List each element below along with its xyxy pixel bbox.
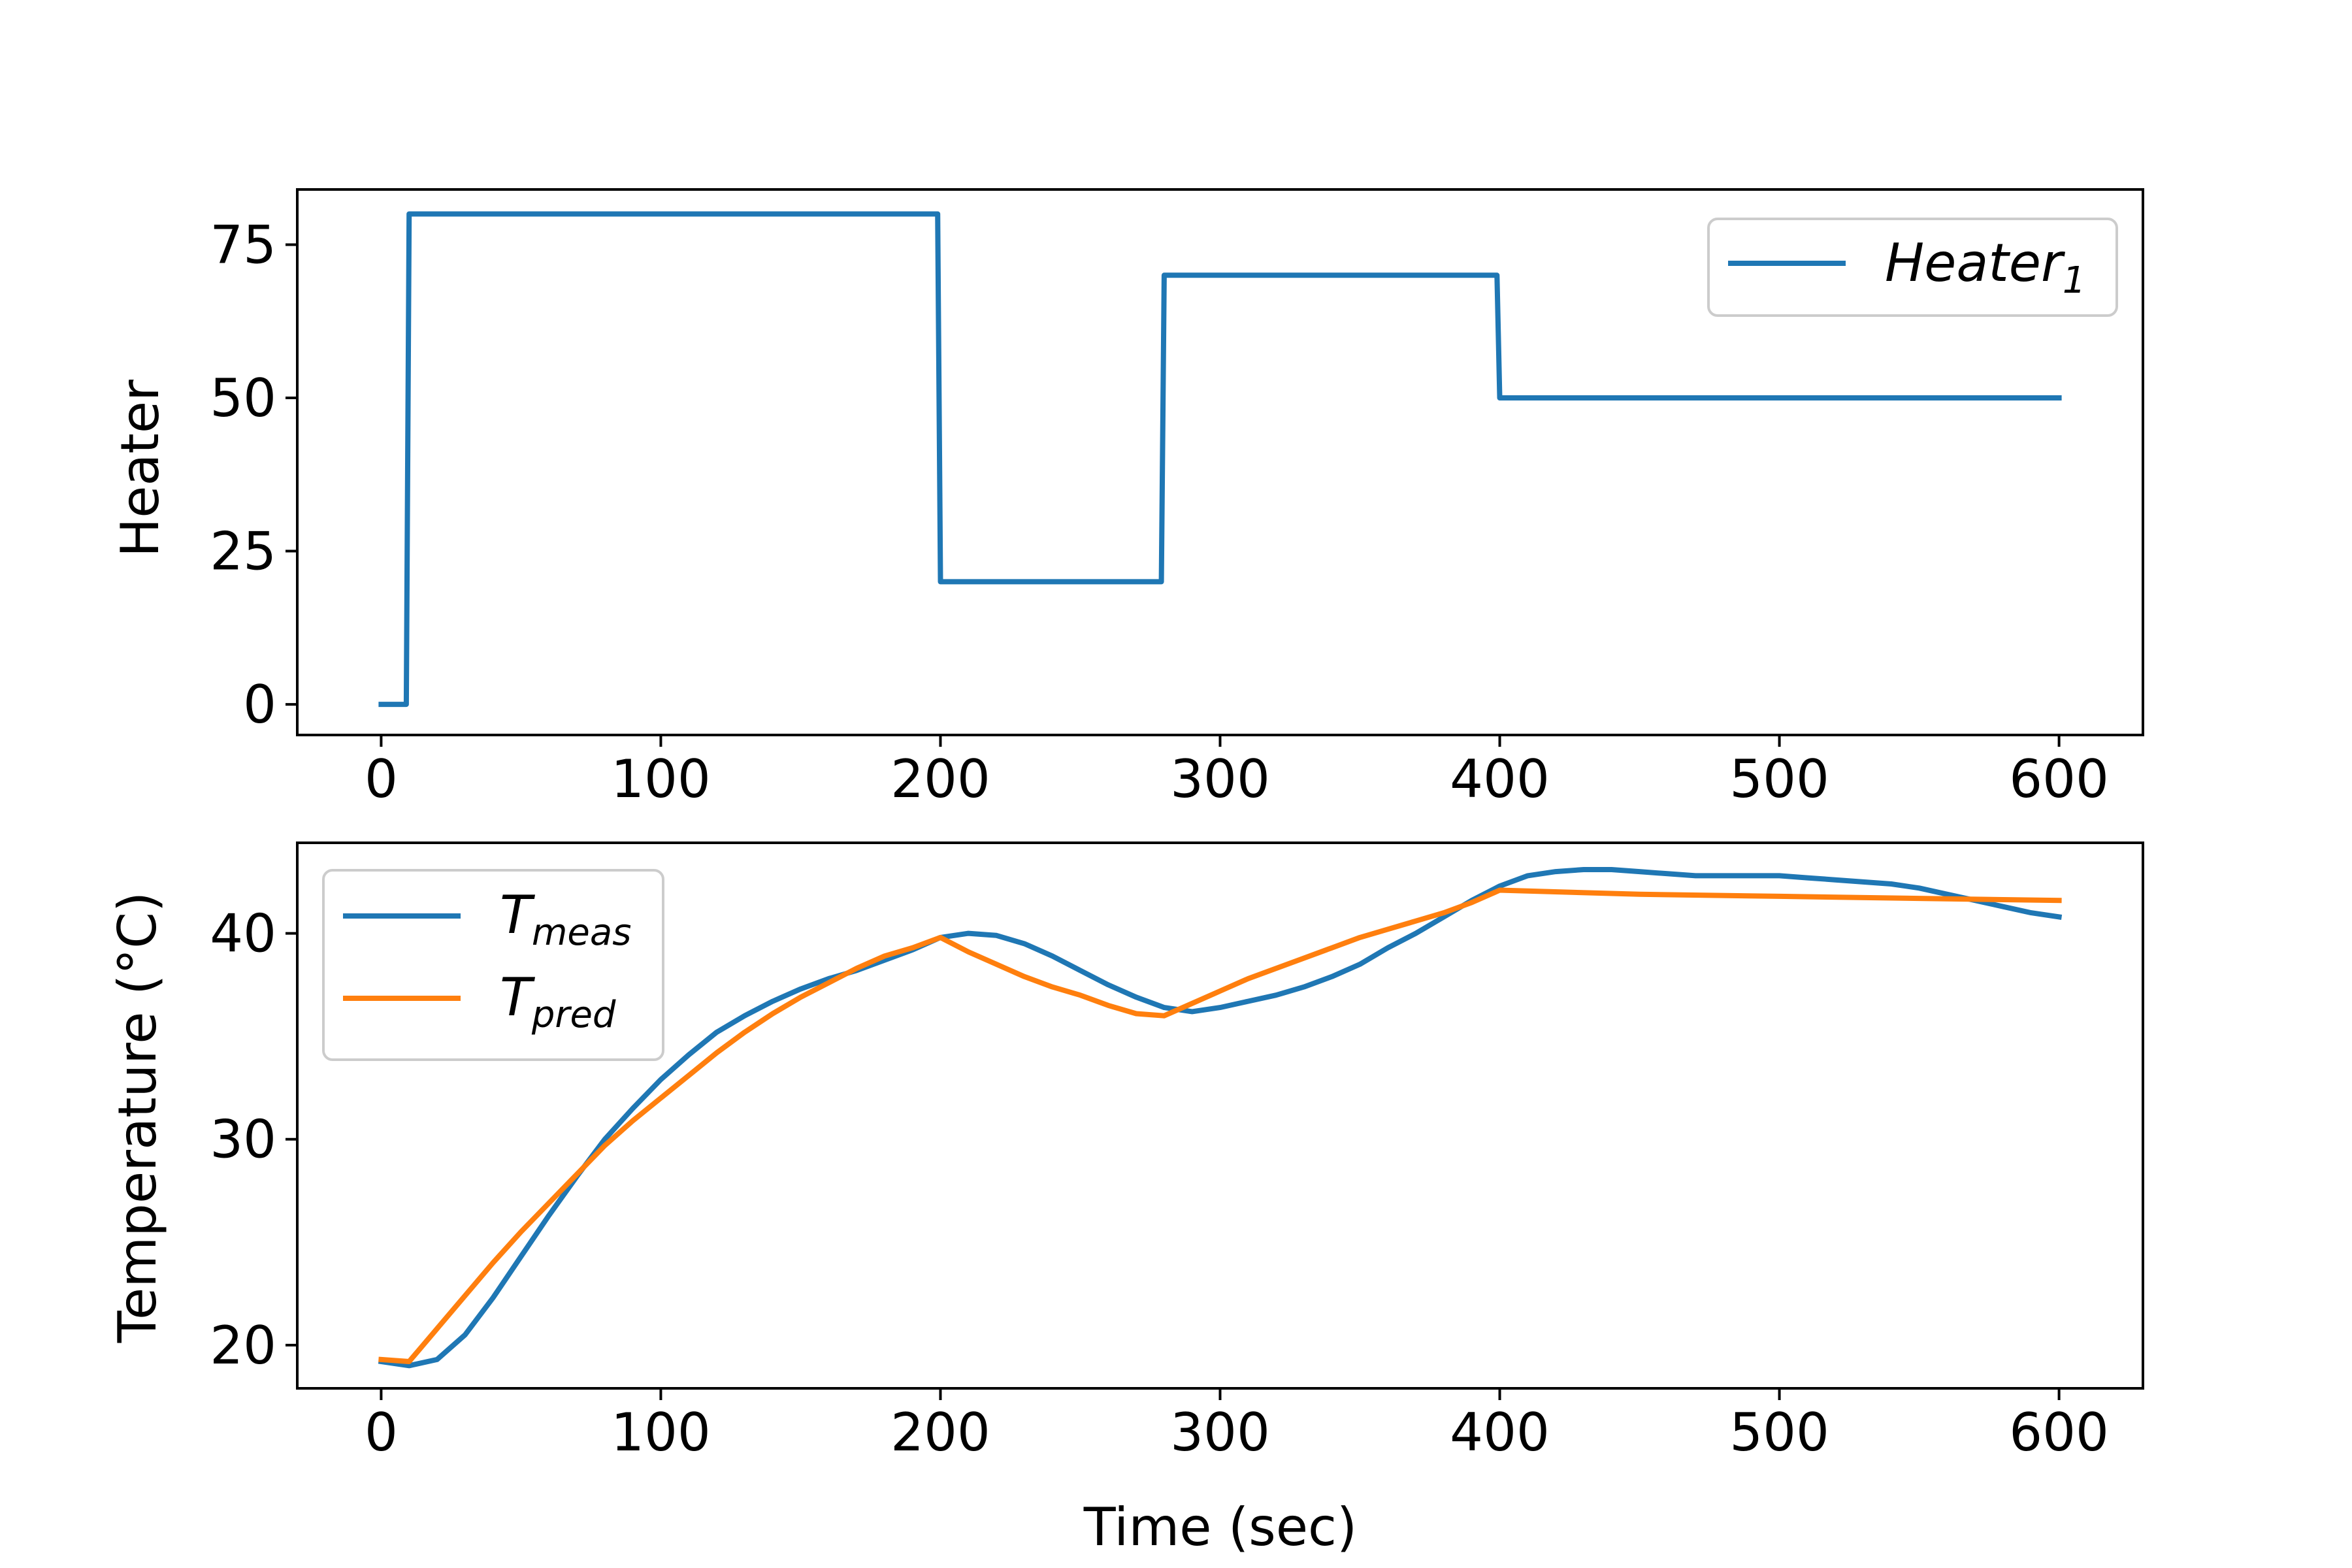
legend-label-tpred-subscript: pred bbox=[531, 994, 616, 1036]
top-chart: 0 100 200 300 400 500 600 0 25 50 75 Heater Heater… bbox=[110, 188, 2144, 809]
top-chart-ticks: 0 100 200 300 400 500 600 0 25 50 75 bbox=[210, 214, 2109, 809]
top-chart-frame bbox=[296, 188, 2144, 736]
bottom-xtick-label: 200 bbox=[890, 1402, 990, 1463]
legend-label-tpred-main: T bbox=[500, 967, 536, 1028]
legend-label-tpred: Tpred bbox=[500, 967, 616, 1036]
legend-label-heater-main: Heater bbox=[1885, 233, 2066, 293]
top-chart-lines bbox=[378, 211, 2062, 708]
series-line-heater-1 bbox=[378, 211, 2062, 708]
top-ytick-label: 75 bbox=[210, 214, 276, 275]
bottom-xtick-label: 300 bbox=[1170, 1402, 1270, 1463]
bottom-chart-lines bbox=[378, 867, 2063, 1369]
bottom-chart-legend: Tmeas Tpred bbox=[322, 869, 664, 1061]
bottom-ytick-label: 20 bbox=[210, 1315, 276, 1376]
top-xtick-label: 0 bbox=[365, 749, 398, 809]
top-xtick-label: 100 bbox=[611, 749, 711, 809]
bottom-chart-ticks: 0 100 200 300 400 500 600 20 30 40 bbox=[210, 904, 2109, 1463]
top-xtick-label: 300 bbox=[1170, 749, 1270, 809]
bottom-xtick-label: 600 bbox=[2009, 1402, 2109, 1463]
legend-label-heater: Heater1 bbox=[1885, 233, 2086, 302]
series-line-t-meas bbox=[378, 867, 2063, 1369]
top-ytick-label: 0 bbox=[243, 674, 276, 735]
top-xtick-label: 500 bbox=[1729, 749, 1829, 809]
bottom-xtick-label: 0 bbox=[365, 1402, 398, 1463]
top-xtick-label: 200 bbox=[890, 749, 990, 809]
top-chart-legend-box bbox=[1707, 218, 2118, 317]
top-ytick-label: 50 bbox=[210, 368, 276, 429]
top-chart-ylabel: Heater bbox=[110, 380, 171, 557]
bottom-xtick-label: 400 bbox=[1450, 1402, 1550, 1463]
series-line-t-pred bbox=[378, 887, 2062, 1364]
legend-label-heater-subscript: 1 bbox=[2063, 259, 2086, 302]
bottom-chart-frame bbox=[296, 841, 2144, 1390]
top-xtick-label: 400 bbox=[1450, 749, 1550, 809]
bottom-chart-ylabel: Temperature (°C) bbox=[107, 892, 168, 1343]
top-ytick-label: 25 bbox=[210, 521, 276, 582]
legend-label-tmeas-main: T bbox=[500, 885, 536, 945]
top-chart-legend: Heater1 bbox=[1707, 218, 2118, 317]
bottom-xtick-label: 100 bbox=[611, 1402, 711, 1463]
bottom-chart-xlabel: Time (sec) bbox=[1083, 1497, 1358, 1558]
legend-label-tmeas: Tmeas bbox=[500, 885, 631, 954]
legend-label-tmeas-subscript: meas bbox=[532, 911, 632, 954]
bottom-chart: 0 100 200 300 400 500 600 20 30 40 Temperature (°… bbox=[107, 841, 2144, 1558]
bottom-xtick-label: 500 bbox=[1729, 1402, 1829, 1463]
top-xtick-label: 600 bbox=[2009, 749, 2109, 809]
bottom-ytick-label: 30 bbox=[210, 1109, 276, 1170]
bottom-ytick-label: 40 bbox=[210, 904, 276, 964]
